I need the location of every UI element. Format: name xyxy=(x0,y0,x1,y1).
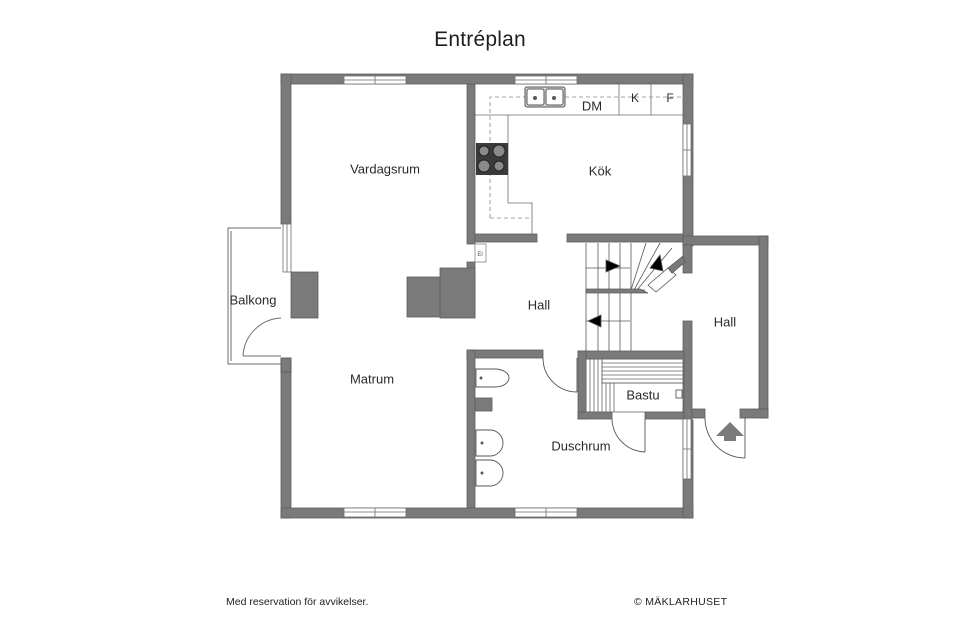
kitchen-counters xyxy=(475,84,683,234)
floor-plan-title: Entréplan xyxy=(434,28,526,51)
room-label-hall-entry: Hall xyxy=(713,314,737,330)
electrical-panel-label: El xyxy=(477,252,483,258)
room-label-vardagsrum: Vardagsrum xyxy=(350,161,420,177)
fridge-label: K xyxy=(630,91,640,105)
room-label-balkong: Balkong xyxy=(229,292,277,308)
dishwasher-label: DM xyxy=(581,98,603,114)
freezer-label: F xyxy=(666,91,674,105)
balcony xyxy=(227,227,292,373)
sauna-benches xyxy=(585,358,685,413)
room-label-kok: Kök xyxy=(588,163,612,179)
bathroom-fixtures xyxy=(475,368,510,487)
disclaimer-text: Med reservation för avvikelser. xyxy=(226,596,369,608)
room-label-duschrum: Duschrum xyxy=(551,438,611,454)
interior-walls xyxy=(290,83,693,509)
room-label-hall-main: Hall xyxy=(527,297,551,313)
kitchen-sink xyxy=(524,86,566,108)
windows xyxy=(282,75,692,518)
copyright-text: © MÄKLARHUSET xyxy=(634,596,728,608)
exterior-walls xyxy=(280,73,769,519)
doors xyxy=(542,357,746,459)
room-label-matrum: Matrum xyxy=(349,371,395,387)
staircase xyxy=(585,242,686,351)
stove xyxy=(476,143,508,175)
electrical-panel xyxy=(474,243,487,263)
room-label-bastu: Bastu xyxy=(626,387,660,403)
